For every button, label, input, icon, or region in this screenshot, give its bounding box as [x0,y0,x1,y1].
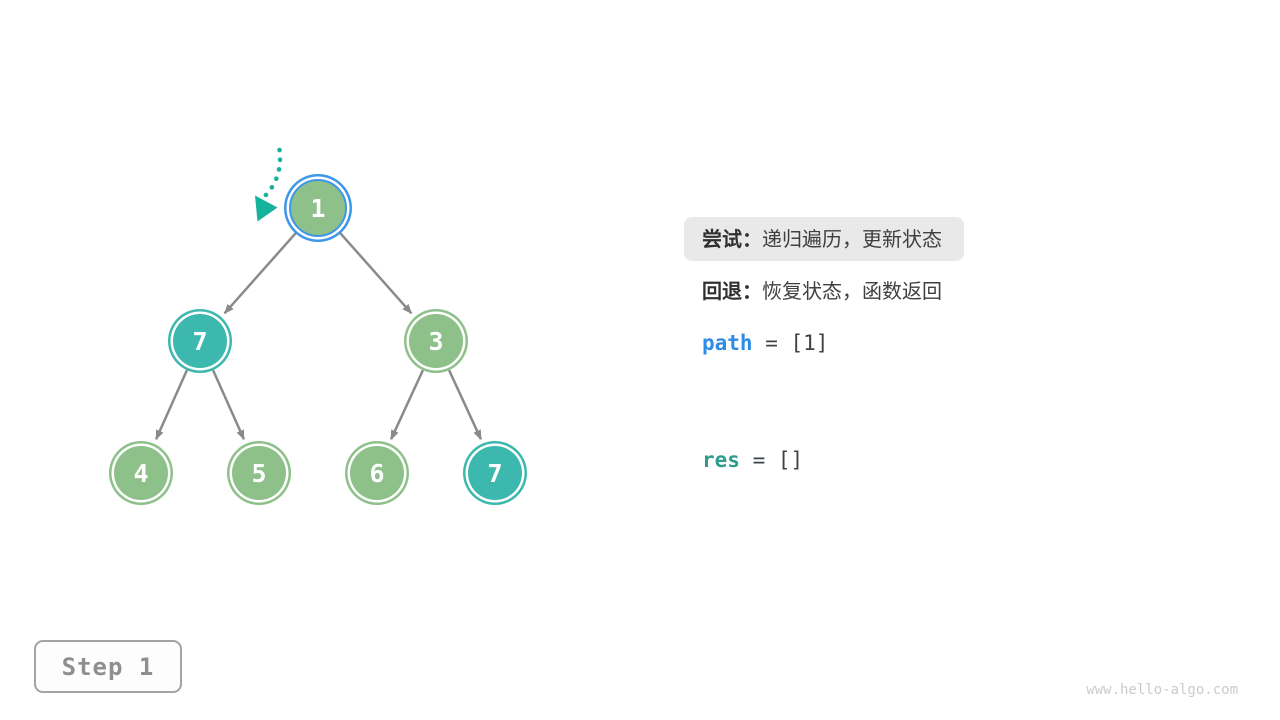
step-badge-label: Step 1 [61,652,155,681]
backtrack-label: 回退： [702,279,762,303]
node-value: 6 [369,458,385,488]
path-keyword: path [702,331,753,355]
node-value: 1 [310,193,326,223]
res-value: = [] [752,448,804,472]
step-badge: Step 1 [34,640,182,693]
try-text: 递归遍历，更新状态 [762,227,942,251]
res-keyword: res [702,448,740,472]
tree-edges [154,231,483,441]
tree-node-4: 4 [114,446,168,500]
node-value: 3 [428,326,444,356]
edge-1-3 [338,231,413,315]
path-variable-line: path = [1] [702,331,828,355]
tree-node-7-right: 7 [468,446,522,500]
node-value: 5 [251,458,267,488]
try-description-highlighted: 尝试：递归遍历，更新状态 [684,217,964,261]
tree-node-5: 5 [232,446,286,500]
try-label: 尝试： [702,227,762,251]
backtrack-description: 回退：恢复状态，函数返回 [702,278,942,304]
node-value: 4 [133,458,149,488]
node-value: 7 [192,326,208,356]
tree-node-1-current: 1 [289,179,347,237]
tree-node-3: 3 [409,314,463,368]
edge-3-6 [389,369,425,441]
backtrack-text: 恢复状态，函数返回 [762,279,942,303]
tree-node-7-left: 7 [173,314,227,368]
tree-node-6: 6 [350,446,404,500]
edge-1-7 [223,231,298,315]
current-pointer-arrow-icon [255,147,283,222]
node-value: 7 [487,458,503,488]
path-value: = [1] [765,331,829,355]
watermark-text: www.hello-algo.com [1086,682,1238,698]
edge-7-5 [211,369,246,441]
edge-7-4 [154,369,189,441]
res-variable-line: res = [] [702,448,803,472]
edge-3-7 [447,369,483,441]
